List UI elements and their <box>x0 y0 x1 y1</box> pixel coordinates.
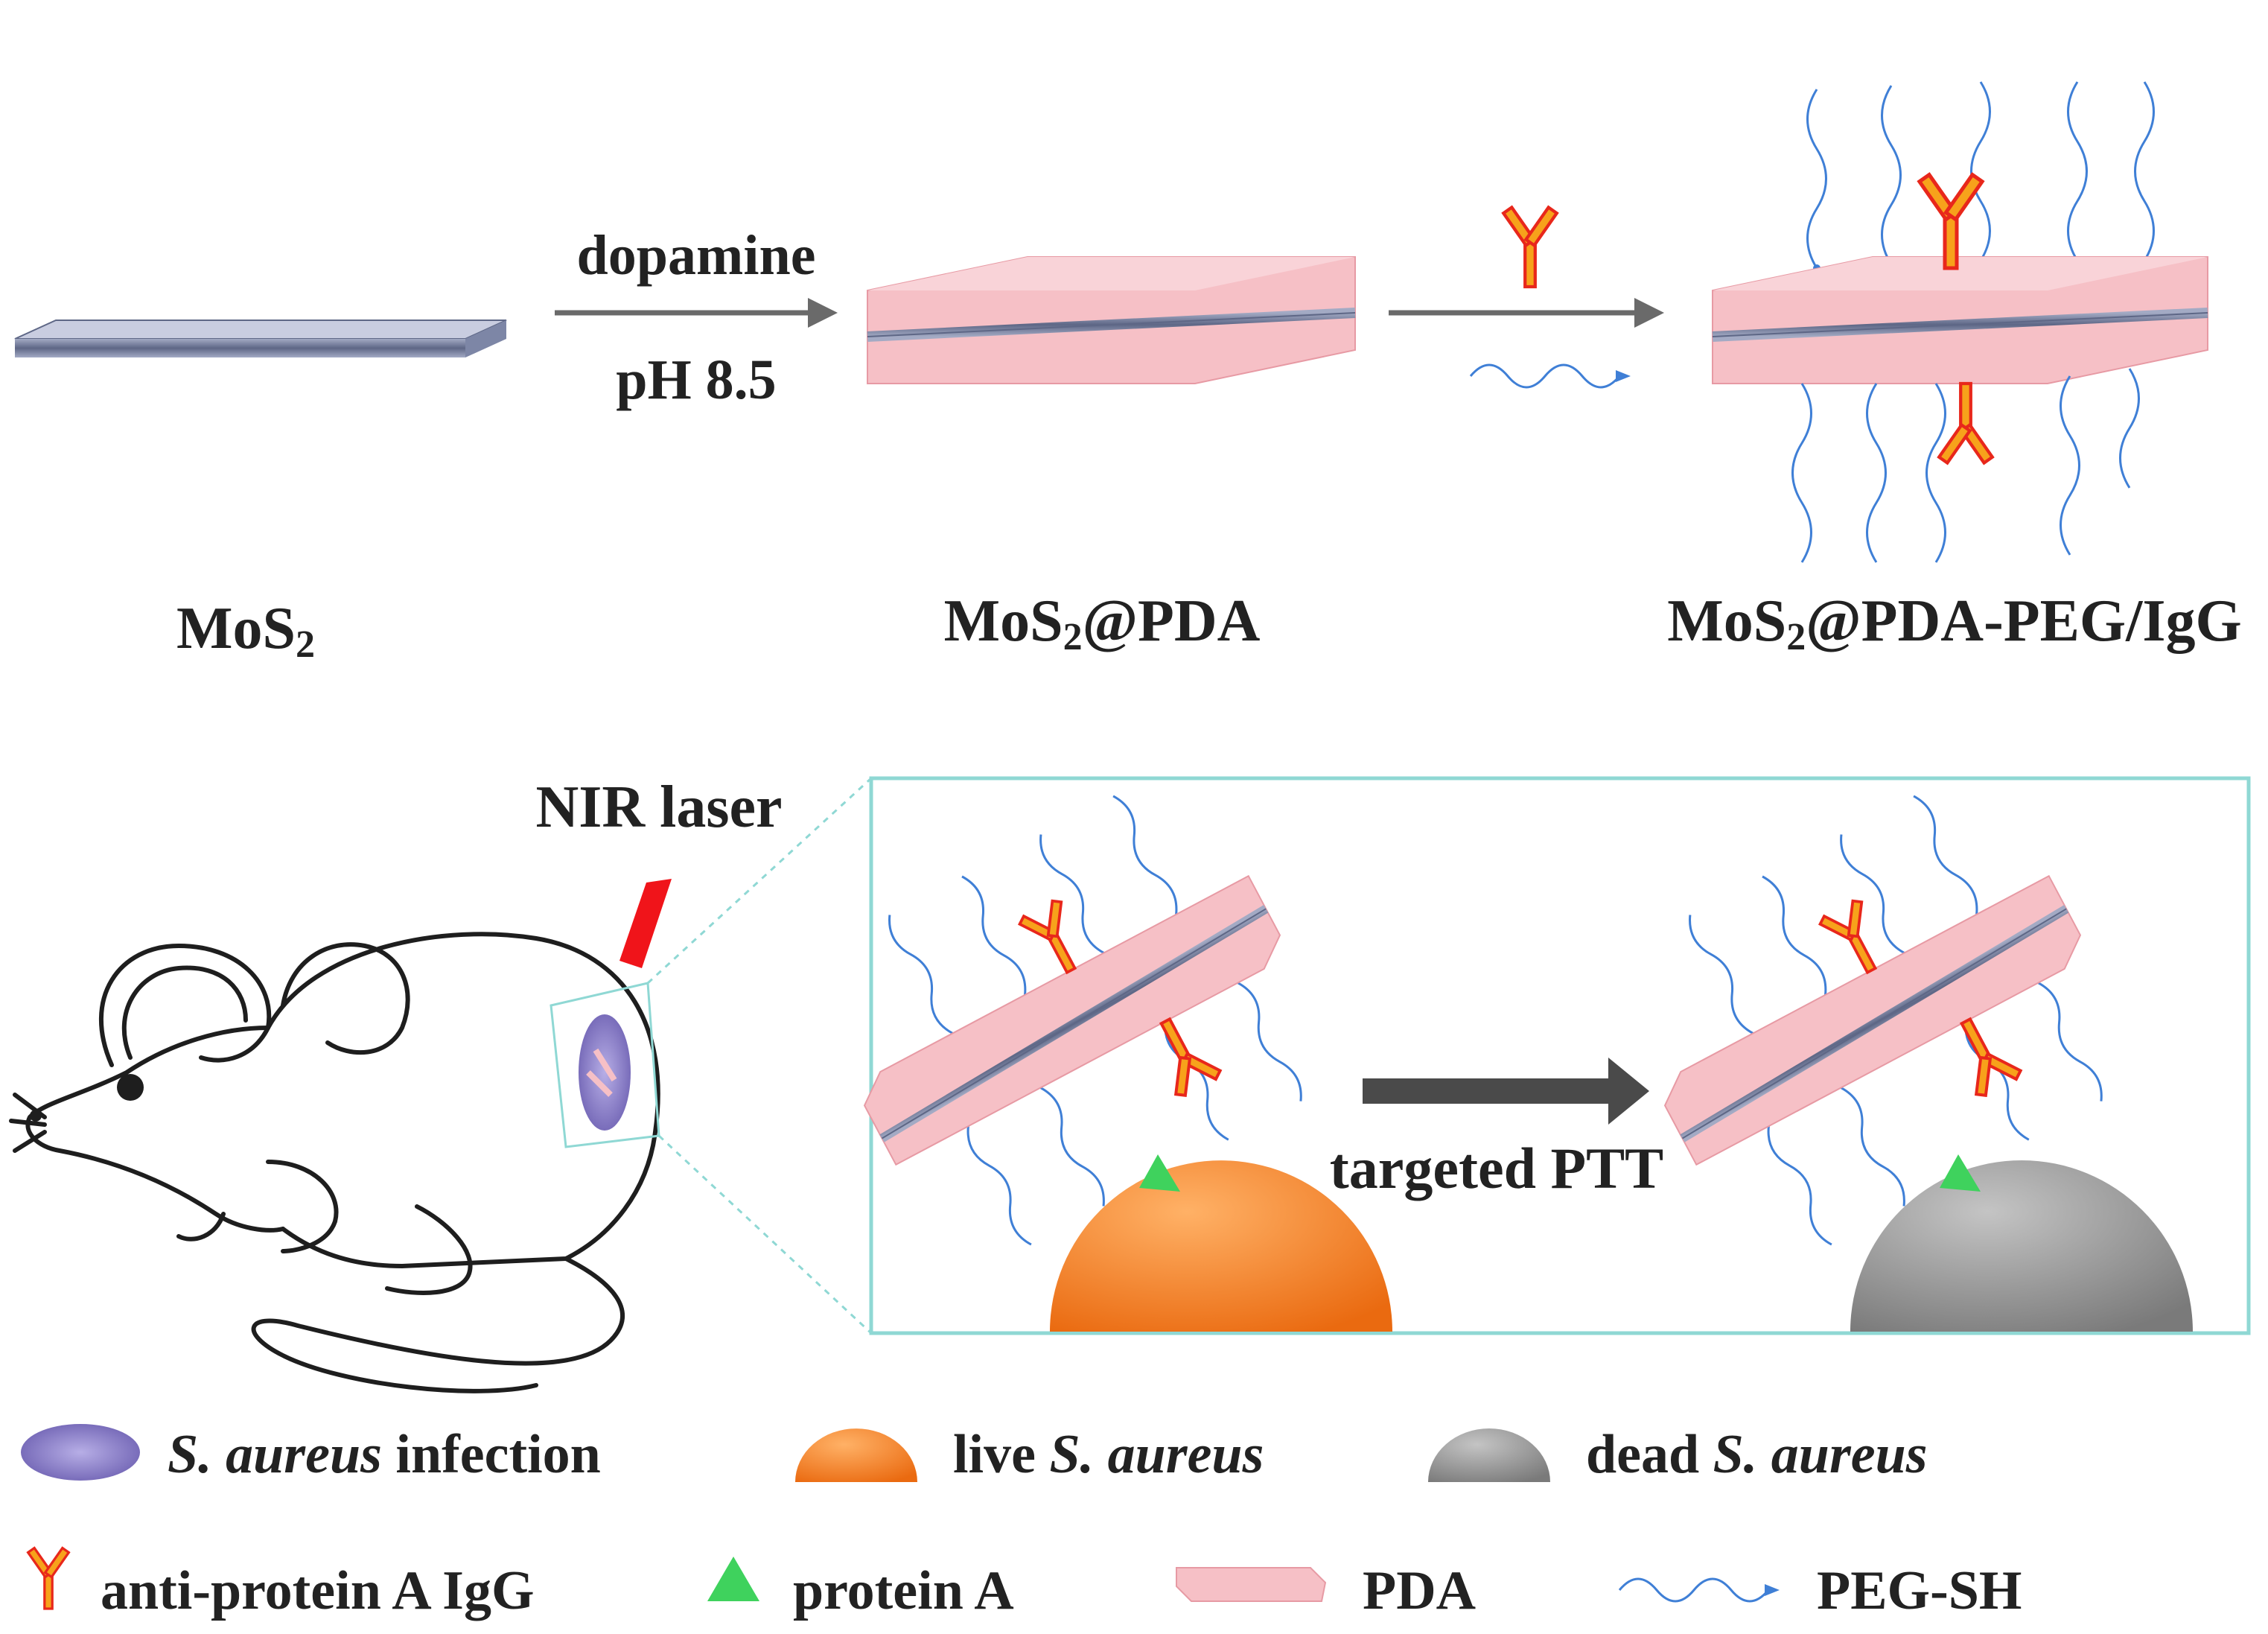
ptt-sheet-left <box>863 795 1302 1246</box>
legend-igg-label: anti-protein A IgG <box>101 1560 535 1621</box>
legend-dead-icon <box>1428 1428 1550 1482</box>
zoom-line-bottom <box>657 1134 873 1335</box>
synthesis-arrow-2 <box>1389 298 1664 328</box>
legend-infection-icon <box>21 1424 140 1481</box>
protein-a-left <box>1139 1154 1180 1192</box>
mos2-pda-peg-igg-label: MoS2@PDA-PEG/IgG <box>1667 588 2242 658</box>
legend-infection-label: S. aureus infection <box>168 1424 601 1485</box>
legend-protein-a-icon <box>707 1557 759 1601</box>
legend: S. aureus infection live S. aureus dead … <box>21 1424 2022 1621</box>
mouse-illustration <box>9 932 660 1393</box>
ph-label: pH 8.5 <box>616 349 776 411</box>
mos2-pda-sheet <box>867 256 1356 384</box>
peg-reagent-icon <box>1469 363 1631 389</box>
legend-dead-label: dead S. aureus <box>1586 1424 1928 1485</box>
legend-live-label: live S. aureus <box>953 1424 1264 1485</box>
synthesis-arrow-1 <box>555 298 838 328</box>
mouse-nose <box>30 1110 42 1122</box>
mos2-pda-label: MoS2@PDA <box>944 588 1261 658</box>
mos2-pda-peg-igg <box>1712 81 2208 563</box>
mos2-nanosheet <box>14 320 507 357</box>
live-bacterium <box>1050 1160 1392 1332</box>
legend-live-icon <box>795 1428 917 1482</box>
legend-igg-icon <box>27 1546 70 1610</box>
dopamine-label: dopamine <box>577 224 816 287</box>
mouse-eye <box>117 1074 144 1101</box>
infection-nanosheet-mark <box>586 1048 617 1097</box>
mos2-label: MoS2 <box>176 596 315 666</box>
nir-laser-beam <box>619 879 672 968</box>
targeted-ptt-label: targeted PTT <box>1330 1136 1663 1201</box>
legend-peg-icon <box>1618 1577 1780 1603</box>
ptt-arrow <box>1363 1058 1649 1125</box>
legend-pda-label: PDA <box>1363 1560 1476 1621</box>
igg-reagent-icon <box>1503 207 1557 287</box>
legend-protein-a-label: protein A <box>793 1560 1014 1621</box>
protein-a-right <box>1940 1154 1981 1192</box>
ptt-sheet-right <box>1663 795 2103 1246</box>
legend-pda-icon <box>1176 1567 1327 1602</box>
dead-bacterium <box>1850 1160 2193 1332</box>
legend-peg-label: PEG-SH <box>1817 1560 2022 1621</box>
nir-laser-label: NIR laser <box>535 775 782 840</box>
zoom-line-top <box>646 777 873 985</box>
infection-site <box>579 1014 631 1131</box>
